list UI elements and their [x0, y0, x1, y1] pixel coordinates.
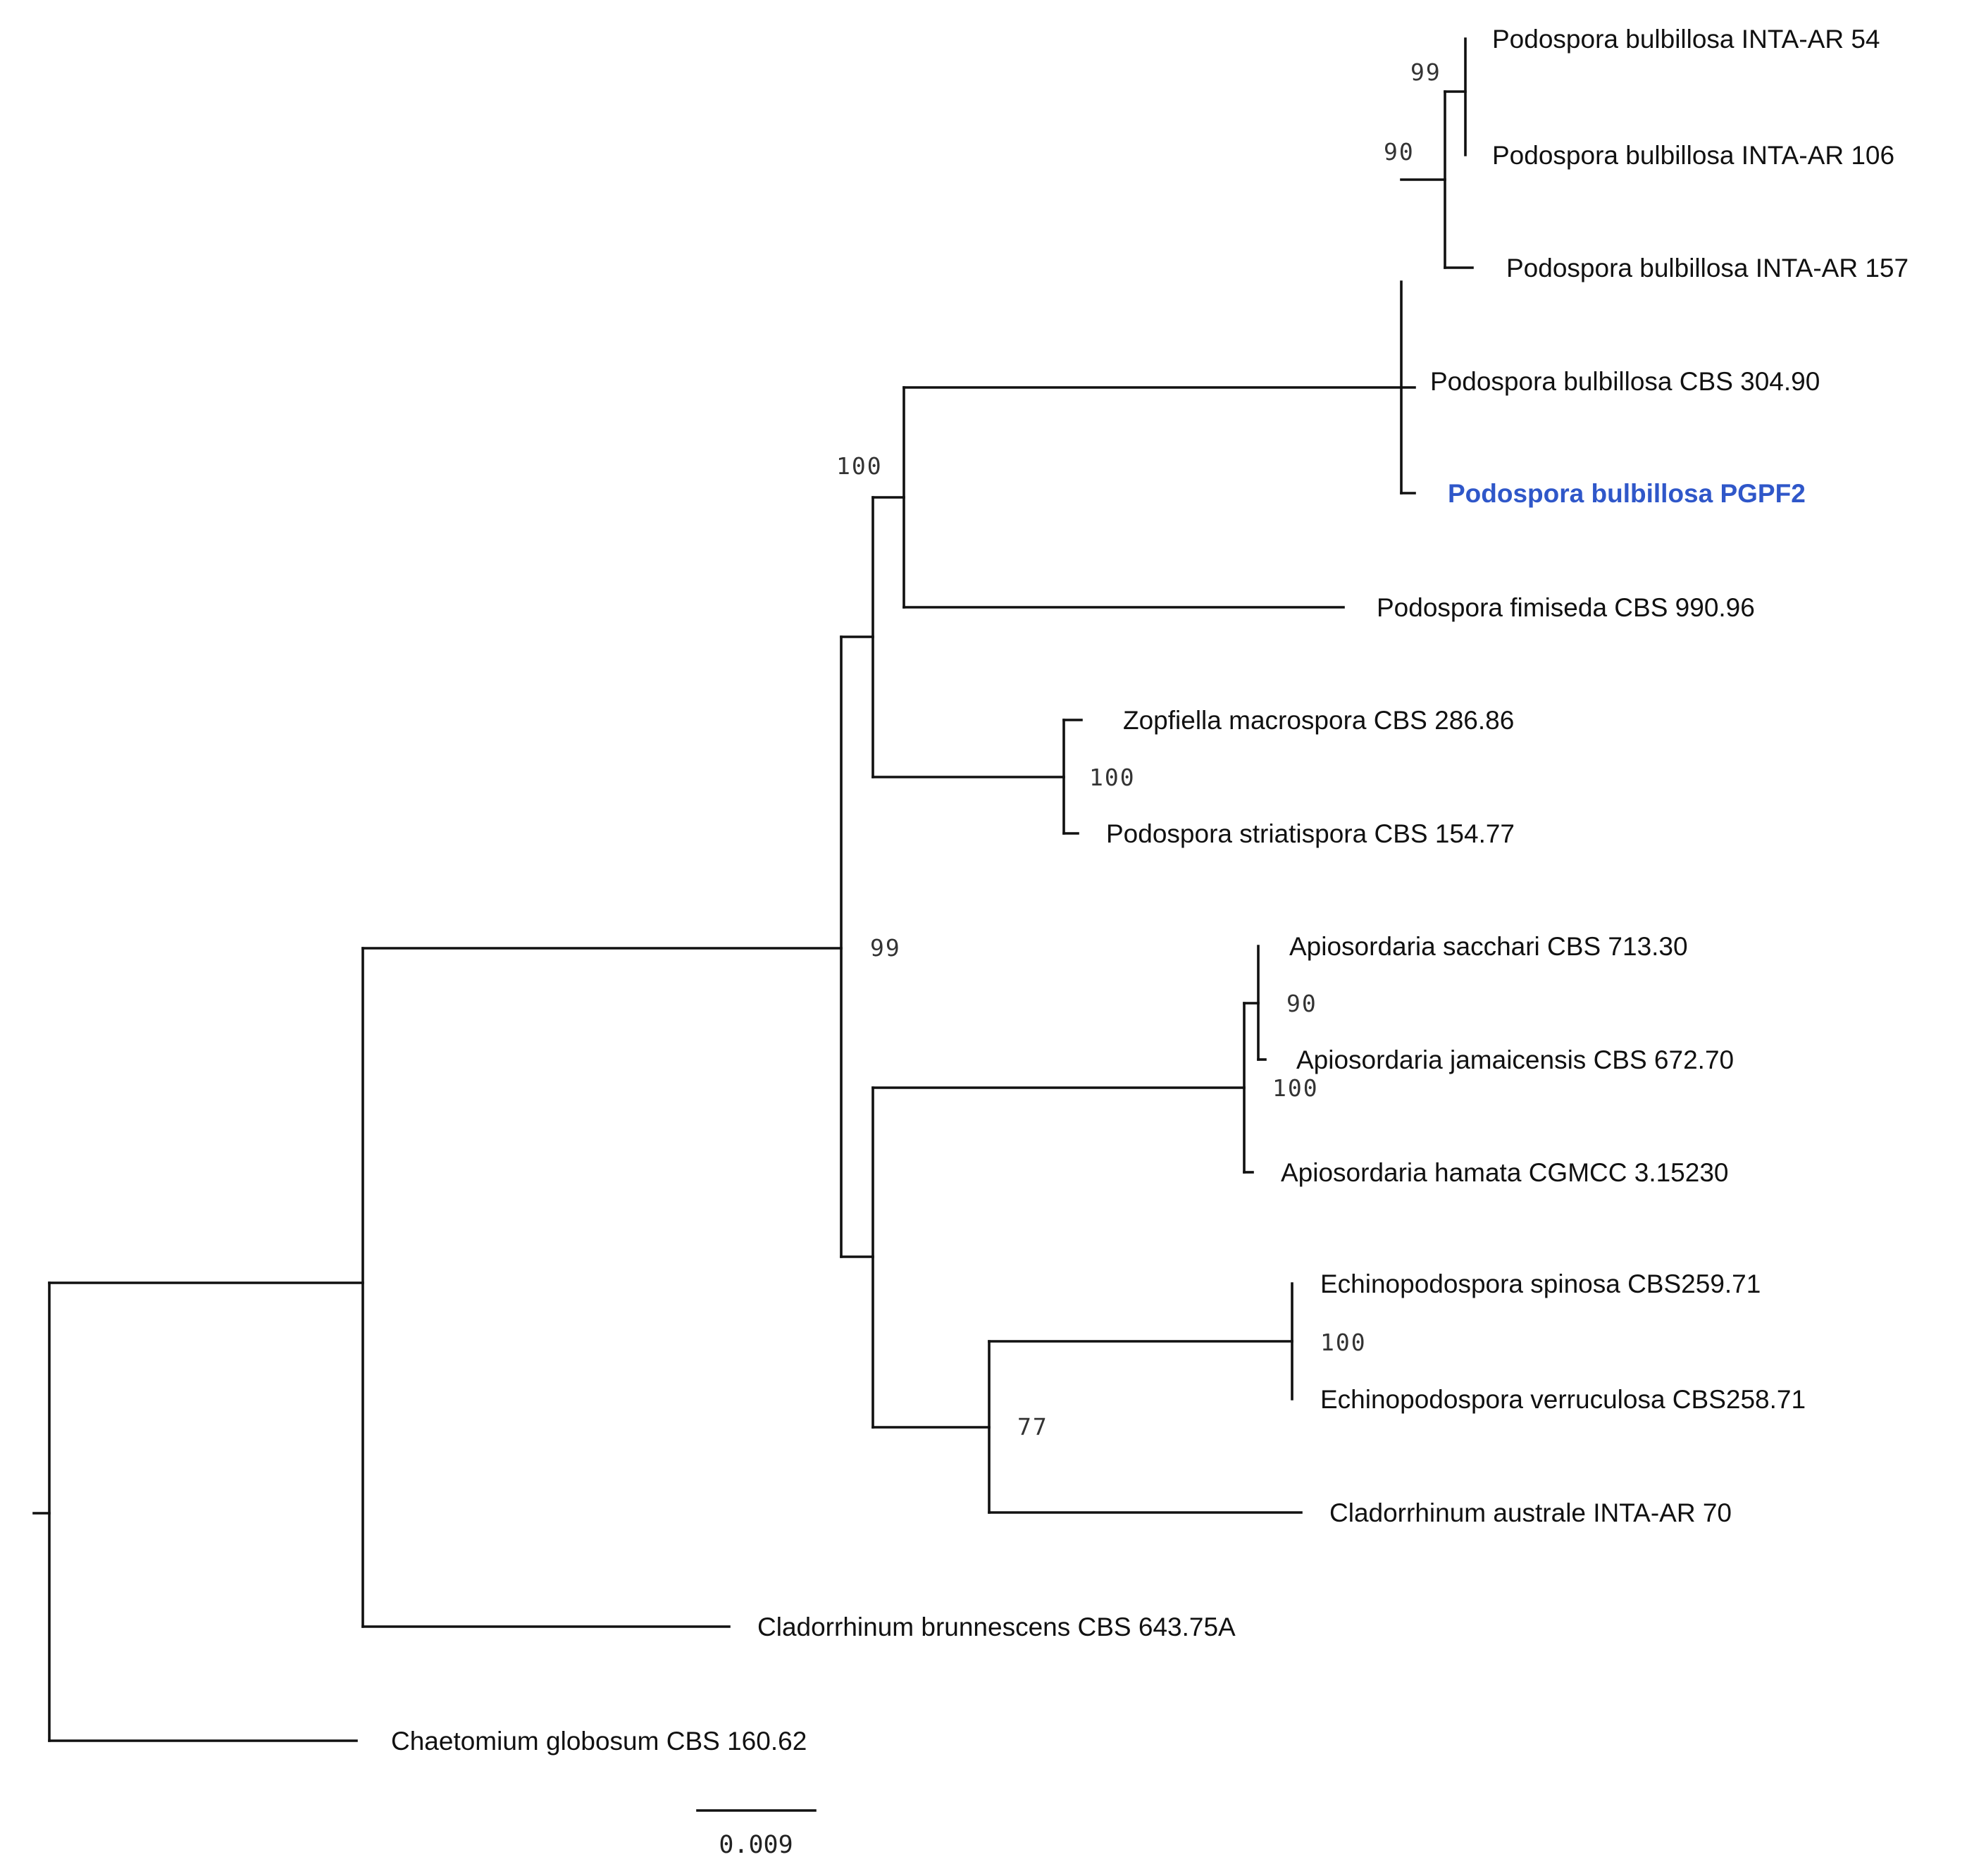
taxon-label: Apiosordaria hamata CGMCC 3.15230 [1281, 1158, 1729, 1187]
bootstrap-value: 100 [1089, 764, 1136, 791]
taxon-label: Podospora bulbillosa INTA-AR 157 [1506, 254, 1909, 282]
taxon-label: Podospora bulbillosa INTA-AR 54 [1492, 25, 1880, 54]
taxon-label: Echinopodospora spinosa CBS259.71 [1320, 1269, 1761, 1298]
taxon-labels: Podospora bulbillosa INTA-AR 54 Podospor… [391, 25, 1909, 1756]
bootstrap-value: 100 [1320, 1329, 1367, 1356]
bootstrap-value: 99 [1410, 58, 1441, 86]
taxon-label: Chaetomium globosum CBS 160.62 [391, 1727, 807, 1756]
taxon-label: Podospora bulbillosa CBS 304.90 [1430, 367, 1820, 396]
bootstrap-value: 100 [1272, 1074, 1319, 1102]
taxon-label-highlighted: Podospora bulbillosa PGPF2 [1448, 479, 1806, 508]
bootstrap-value: 90 [1286, 990, 1317, 1017]
taxon-label: Podospora fimiseda CBS 990.96 [1377, 593, 1755, 622]
bootstrap-values: 99 90 100 100 99 90 100 100 77 [836, 58, 1441, 1441]
scale-bar-label: 0.009 [719, 1831, 793, 1859]
taxon-label: Zopfiella macrospora CBS 286.86 [1123, 706, 1514, 735]
tree-branches [32, 37, 1474, 1812]
bootstrap-value: 77 [1017, 1413, 1048, 1441]
bootstrap-value: 100 [836, 452, 883, 480]
taxon-label: Echinopodospora verruculosa CBS258.71 [1320, 1385, 1806, 1414]
bootstrap-value: 99 [870, 934, 901, 962]
taxon-label: Podospora striatispora CBS 154.77 [1106, 819, 1515, 848]
taxon-label: Cladorrhinum brunnescens CBS 643.75A [757, 1613, 1236, 1641]
bootstrap-value: 90 [1384, 138, 1415, 166]
taxon-label: Cladorrhinum australe INTA-AR 70 [1329, 1498, 1732, 1527]
taxon-label: Podospora bulbillosa INTA-AR 106 [1492, 141, 1894, 170]
taxon-label: Apiosordaria jamaicensis CBS 672.70 [1296, 1045, 1734, 1074]
taxon-label: Apiosordaria sacchari CBS 713.30 [1289, 932, 1688, 961]
